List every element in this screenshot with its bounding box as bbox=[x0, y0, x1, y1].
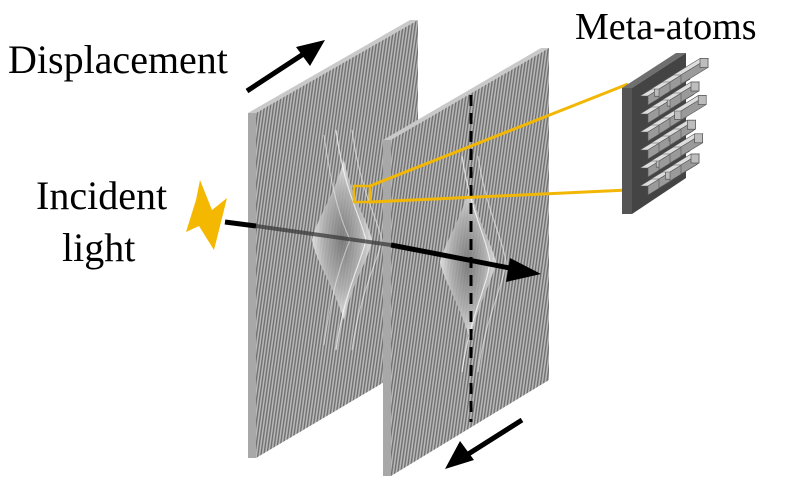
zoom-connector bbox=[352, 82, 629, 204]
meta-atoms-inset bbox=[622, 53, 710, 214]
lightning-bolt-icon bbox=[186, 180, 227, 250]
meta-atoms-label: Meta-atoms bbox=[575, 6, 757, 48]
beam-arrowhead bbox=[506, 258, 541, 282]
incident-beam bbox=[224, 219, 541, 282]
meta-atom-pillars bbox=[638, 57, 710, 196]
incident-light-label-line2: light bbox=[62, 225, 136, 270]
displacement-arrow-bottom bbox=[445, 417, 524, 469]
plate-1-side-edge bbox=[248, 113, 256, 458]
zoom-source-box bbox=[352, 184, 372, 204]
incident-light-label-line1: Incident bbox=[36, 173, 168, 218]
displacement-arrow-top bbox=[245, 40, 325, 94]
displacement-label: Displacement bbox=[8, 37, 228, 82]
meta-atom-pillar bbox=[690, 153, 700, 164]
meta-atom-pillar bbox=[699, 58, 709, 68]
meta-atom-pillar bbox=[687, 119, 696, 130]
meta-atom-pillar bbox=[694, 133, 703, 144]
plate-2-top-edge bbox=[383, 48, 549, 140]
plate-2-lens-pattern bbox=[440, 186, 496, 340]
plate-2-side-edge bbox=[383, 140, 391, 476]
meta-atom-pillar bbox=[697, 95, 707, 105]
plate-1-top-edge bbox=[248, 20, 418, 113]
meta-atom-pillar bbox=[690, 81, 700, 92]
